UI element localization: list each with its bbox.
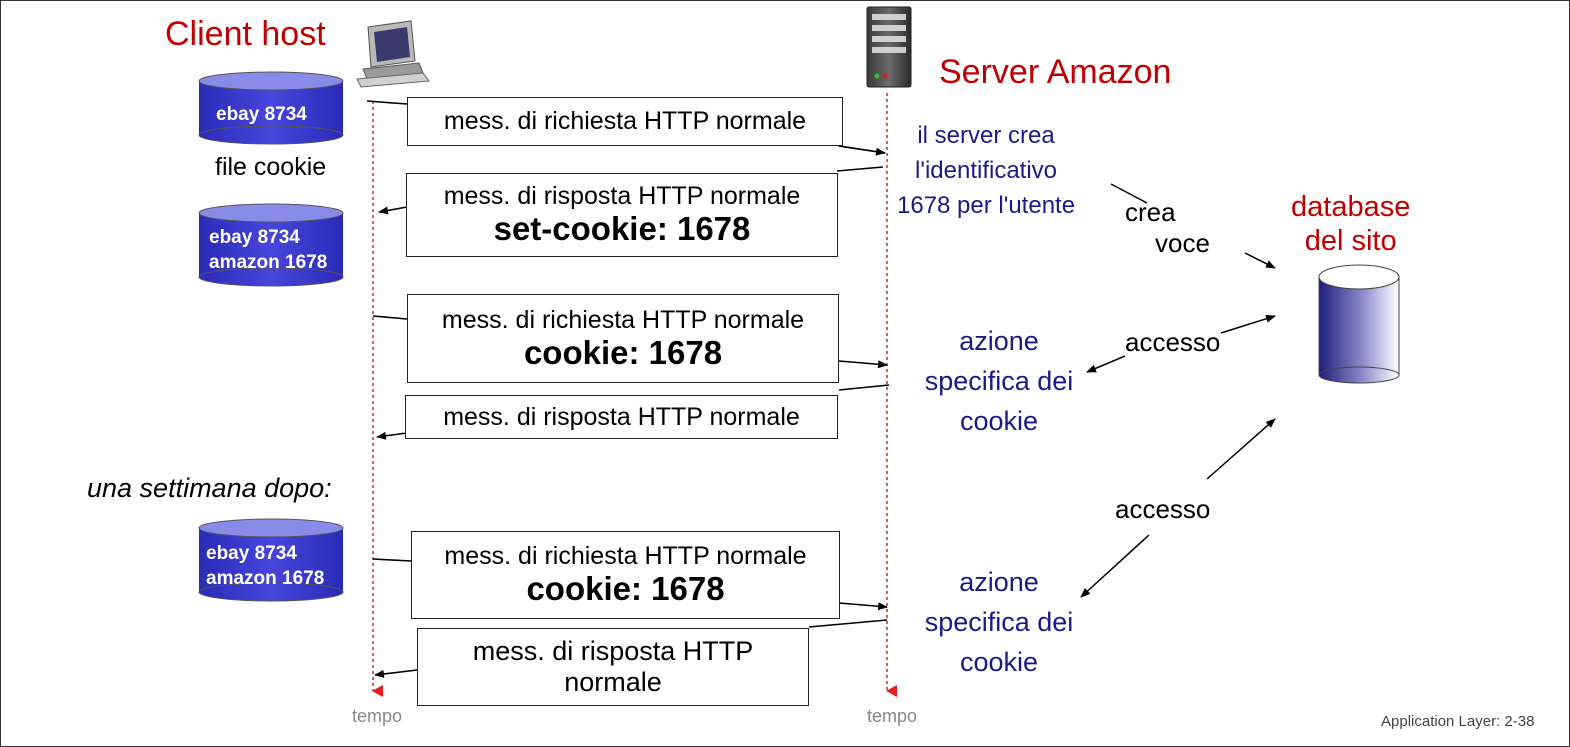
access2-arrow-to-action (1080, 534, 1150, 598)
message-arrow-5-a (372, 558, 412, 562)
cookie-file-3-line1: ebay 8734 (206, 543, 297, 565)
cookie-file-2-line1: ebay 8734 (209, 227, 300, 249)
message-arrow-3-a (372, 315, 408, 320)
message-arrow-4-b (376, 431, 408, 440)
message-arrow-2-a (836, 166, 884, 172)
access1-arrow-to-db (1220, 314, 1276, 334)
message-5-line1: mess. di richiesta HTTP normale (444, 542, 807, 571)
action-note-2-line1: azione (959, 567, 1039, 597)
message-box-4: mess. di risposta HTTP normale (405, 395, 838, 439)
cookie-file-3-label: ebay 8734 amazon 1678 (206, 541, 324, 593)
create-entry-label-line2: voce (1155, 228, 1210, 258)
message-box-2: mess. di risposta HTTP normale set-cooki… (406, 173, 838, 257)
client-tempo-label: tempo (352, 706, 403, 726)
server-create-id-note: il server crea l'identificativo 1678 per… (897, 119, 1075, 223)
server-amazon-title: Server Amazon (939, 53, 1172, 91)
message-6-line2: normale (564, 667, 662, 697)
message-3-line1: mess. di richiesta HTTP normale (441, 305, 805, 334)
database-label-line1: database (1291, 191, 1411, 223)
cookie-file-cylinder-3 (198, 518, 344, 602)
action-note-1-line1: azione (959, 326, 1039, 356)
message-arrow-1-head (838, 145, 886, 156)
message-5-line2: cookie: 1678 (526, 570, 725, 608)
database-label: database del sito (1291, 191, 1410, 258)
server-tower-icon (866, 6, 912, 88)
action-note-1-line3: cookie (959, 405, 1039, 436)
message-arrow-6-a (808, 619, 888, 628)
client-host-title: Client host (165, 15, 326, 53)
message-3-line2: cookie: 1678 (523, 333, 723, 371)
cookie-file-2-label: ebay 8734 amazon 1678 (209, 225, 327, 277)
message-arrow-3-b (838, 360, 888, 369)
cookie-file-1-label: ebay 8734 (216, 98, 307, 132)
create-entry-connector (1110, 183, 1148, 204)
action-note-2: azione specifica dei cookie (913, 563, 1085, 683)
server-create-id-line3: 1678 per l'utente (897, 191, 1076, 219)
message-4-line1: mess. di risposta HTTP normale (443, 402, 800, 431)
message-arrow-6-b (374, 669, 418, 678)
create-entry-label-line1: crea (1125, 197, 1176, 227)
action-note-2-line3: cookie (959, 646, 1039, 677)
server-tempo-label: tempo (867, 706, 918, 726)
message-box-3: mess. di richiesta HTTP normale cookie: … (407, 294, 839, 383)
message-arrow-2-b (378, 206, 408, 215)
access1-arrow-to-action (1086, 355, 1126, 373)
message-6-line1: mess. di risposta HTTP (472, 635, 754, 666)
message-box-1: mess. di richiesta HTTP normale (407, 97, 843, 146)
cookie-file-1-line1: ebay 8734 (216, 103, 307, 125)
action-note-1: azione specifica dei cookie (913, 322, 1085, 442)
message-box-5: mess. di richiesta HTTP normale cookie: … (411, 531, 840, 619)
access-label-1: accesso (1125, 327, 1221, 357)
message-arrow-5-b (838, 602, 888, 611)
database-cylinder-icon (1318, 264, 1400, 384)
access-label-2: accesso (1115, 494, 1211, 524)
message-box-6: mess. di risposta HTTP normale (417, 628, 809, 706)
cookie-file-3-line2: amazon 1678 (206, 568, 325, 589)
database-label-line2: del sito (1304, 225, 1397, 258)
create-entry-arrow (1244, 252, 1276, 269)
access2-arrow-to-db (1206, 418, 1276, 480)
week-later-label: una settimana dopo: (87, 473, 332, 503)
message-arrow-4-a (838, 384, 890, 391)
cookie-file-cylinder-1 (198, 71, 344, 145)
desktop-computer-icon (356, 20, 430, 88)
server-create-id-line2: l'identificativo (915, 156, 1058, 184)
cookie-file-cylinder-2 (198, 203, 344, 287)
message-1-line1: mess. di richiesta HTTP normale (443, 107, 807, 136)
message-2-line1: mess. di risposta HTTP normale (443, 182, 801, 211)
action-note-2-line2: specifica dei (924, 606, 1074, 637)
action-note-1-line2: specifica dei (924, 365, 1074, 396)
cookie-file-2-line2: amazon 1678 (209, 252, 328, 273)
file-cookie-label: file cookie (215, 153, 327, 181)
message-2-line2: set-cookie: 1678 (493, 210, 751, 248)
server-create-id-line1: il server crea (917, 122, 1055, 149)
slide-footer: Application Layer: 2-38 (1381, 713, 1535, 730)
